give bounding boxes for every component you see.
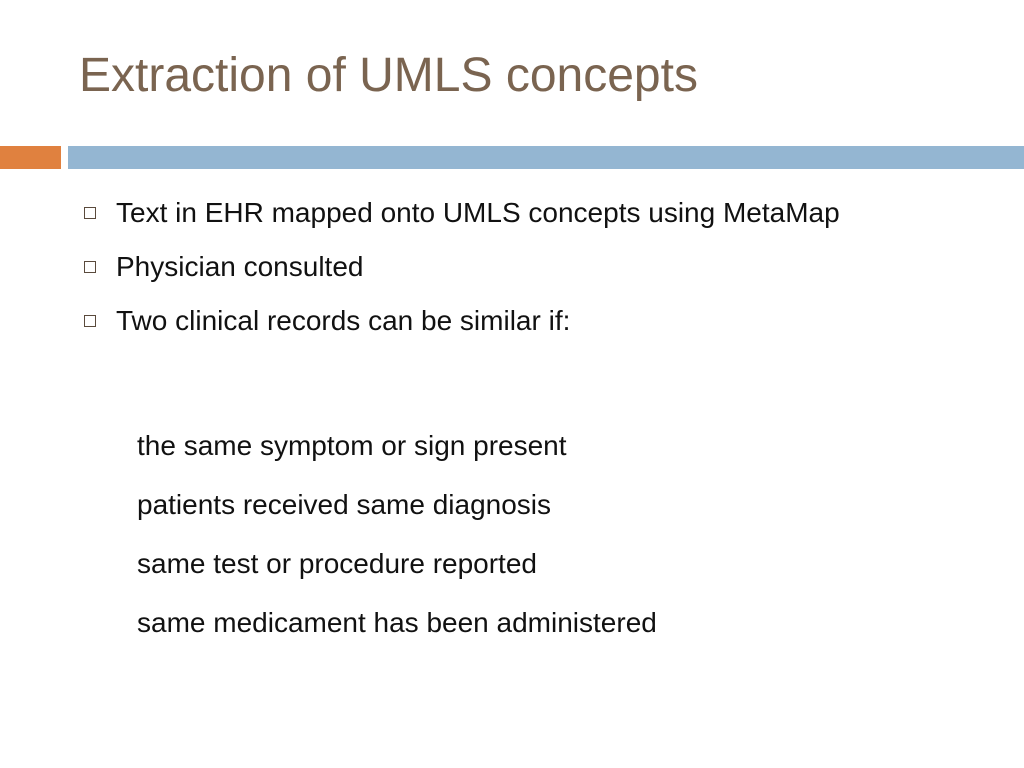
bullet-item: Text in EHR mapped onto UMLS concepts us… [84, 192, 916, 234]
sub-list-item: same medicament has been administered [137, 607, 657, 638]
bullet-text: Two clinical records can be similar if: [116, 305, 571, 336]
square-bullet-icon [84, 207, 96, 219]
bullet-text: Text in EHR mapped onto UMLS concepts us… [116, 197, 840, 228]
bullet-item: Physician consulted [84, 246, 916, 288]
sub-list-item: same test or procedure reported [137, 548, 537, 579]
sub-list-item: patients received same diagnosis [137, 489, 552, 520]
bullet-text: Physician consulted [116, 251, 364, 282]
accent-bar-orange [0, 146, 61, 169]
bullet-item: Two clinical records can be similar if: [84, 300, 916, 342]
sub-list: the same symptom or sign present patient… [137, 416, 657, 652]
bullet-list: Text in EHR mapped onto UMLS concepts us… [84, 192, 916, 354]
sub-list-item: the same symptom or sign present [137, 430, 567, 461]
square-bullet-icon [84, 315, 96, 327]
square-bullet-icon [84, 261, 96, 273]
slide-title: Extraction of UMLS concepts [79, 49, 698, 102]
accent-bar-blue [68, 146, 1024, 169]
